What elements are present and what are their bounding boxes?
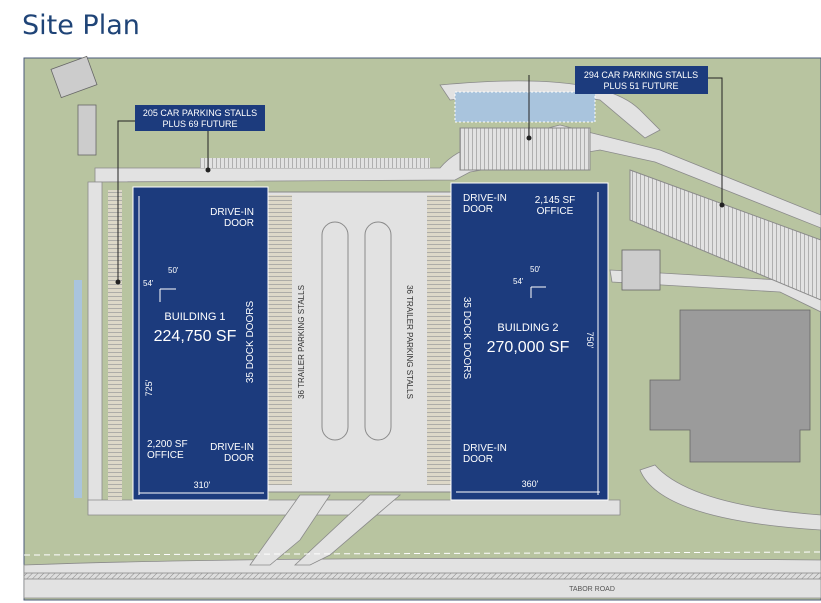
callout-building-1-parking: 205 CAR PARKING STALLS PLUS 69 FUTURE <box>115 105 265 285</box>
svg-text:294 CAR PARKING STALLS: 294 CAR PARKING STALLS <box>584 70 698 80</box>
parking-lots <box>74 91 821 500</box>
building-1-area: 224,750 SF <box>154 328 237 345</box>
svg-text:50': 50' <box>530 265 541 274</box>
svg-text:54': 54' <box>513 277 524 286</box>
callout-building-2-parking: 294 CAR PARKING STALLS PLUS 51 FUTURE <box>526 66 725 208</box>
svg-text:35 DOCK DOORS: 35 DOCK DOORS <box>461 297 472 380</box>
building-1-name: BUILDING 1 <box>164 311 225 323</box>
svg-text:725': 725' <box>144 379 154 396</box>
svg-text:PLUS 51 FUTURE: PLUS 51 FUTURE <box>603 81 678 91</box>
svg-text:PLUS 69 FUTURE: PLUS 69 FUTURE <box>162 119 237 129</box>
svg-text:54': 54' <box>143 279 154 288</box>
trailer-court <box>267 191 452 493</box>
svg-text:750': 750' <box>585 332 595 349</box>
svg-text:310': 310' <box>194 480 211 490</box>
existing-buildings <box>50 55 811 463</box>
trailer-stalls-right-label: 36 TRAILER PARKING STALLS <box>405 285 414 399</box>
road-label: TABOR ROAD <box>569 586 615 593</box>
svg-text:50': 50' <box>168 266 179 275</box>
svg-text:205 CAR PARKING STALLS: 205 CAR PARKING STALLS <box>143 108 257 118</box>
svg-text:270,000 SF: 270,000 SF <box>487 339 570 356</box>
svg-text:360': 360' <box>522 479 539 489</box>
property-line <box>23 551 821 556</box>
page-title: Site Plan <box>22 10 140 41</box>
svg-text:BUILDING 2: BUILDING 2 <box>497 322 558 334</box>
trailer-stalls-left-label: 36 TRAILER PARKING STALLS <box>297 285 306 399</box>
svg-text:35 DOCK DOORS: 35 DOCK DOORS <box>245 301 256 384</box>
